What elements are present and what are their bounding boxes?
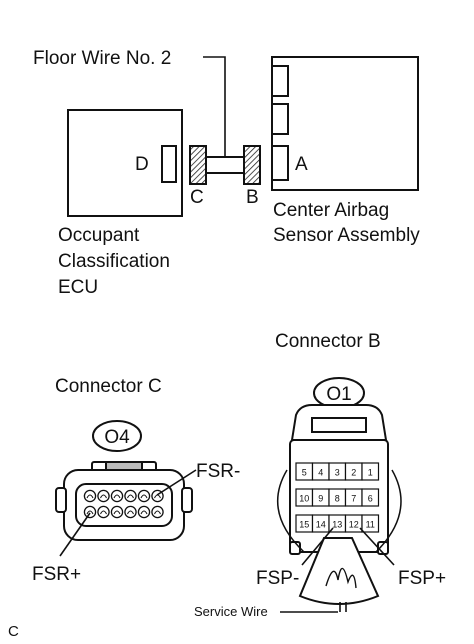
connector-c-terminal (83, 505, 97, 519)
service-wire-label: Service Wire (194, 604, 268, 619)
connector-c-terminal-mark (86, 494, 94, 499)
connector-b-plug (243, 145, 261, 185)
connector-b-title: Connector B (275, 331, 381, 352)
connector-b-pin-number: 15 (299, 520, 309, 530)
connector-c-terminal (137, 505, 151, 519)
sensor-port-2 (271, 103, 289, 135)
connector-c-terminal (110, 489, 124, 503)
connector-c-terminal (151, 505, 164, 519)
fsp-minus-label: FSP- (256, 568, 299, 589)
connector-c-terminal (97, 505, 110, 519)
service-wire-probe (298, 537, 380, 612)
port-c-label: C (190, 187, 204, 208)
fsp-plus-leader (359, 527, 395, 566)
sensor-port-a (271, 145, 289, 181)
schematic (67, 56, 419, 217)
sensor-name-line1: Center Airbag (273, 200, 389, 221)
floor-wire-leader (203, 56, 226, 157)
connector-c-terminal-mark (100, 510, 107, 515)
connector-c-terminal (83, 489, 97, 503)
connector-c-title: Connector C (55, 376, 162, 397)
connector-c-terminal-mark (100, 494, 107, 499)
ecu-name-line3: ECU (58, 277, 98, 298)
connector-b-circle-guide (276, 469, 402, 553)
port-a-label: A (295, 154, 308, 175)
connector-b-id-label: O1 (326, 384, 351, 405)
connector-b-pin-number: 2 (351, 468, 356, 478)
connector-b-pin-number: 8 (335, 494, 340, 504)
connector-b-pin-number: 5 (302, 468, 307, 478)
connector-b-pin-cell (361, 514, 380, 533)
connector-c-plug (189, 145, 207, 185)
fsp-plus-label: FSP+ (398, 568, 446, 589)
figure-code: C (8, 623, 19, 640)
port-d-label: D (135, 154, 149, 175)
connector-b-pin-number: 6 (368, 494, 373, 504)
fsr-minus-leader (156, 469, 197, 496)
connector-b-pins: 5 4 3 2 1 10 9 8 7 6 15 14 13 12 11 (295, 462, 380, 533)
connector-c-terminal-mark (113, 510, 121, 515)
connector-b-pin-number: 4 (318, 468, 323, 478)
connector-c-id-oval (92, 420, 142, 452)
ecu-name-line2: Classification (58, 251, 170, 272)
connector-b-pin-number: 11 (366, 520, 375, 530)
connector-c-terminal (110, 505, 124, 519)
probe-bristles (325, 567, 357, 589)
sensor-name-line2: Sensor Assembly (273, 225, 420, 246)
connector-b-pin-number: 10 (299, 494, 309, 504)
probe-body (298, 537, 380, 605)
connector-c-terminal-mark (127, 494, 134, 499)
connector-c-terminal-mark (140, 510, 148, 515)
port-b-label: B (246, 187, 259, 208)
ecu-name-line1: Occupant (58, 225, 140, 246)
connector-c-terminal-mark (127, 510, 134, 515)
connector-b-bump-left (289, 541, 301, 555)
fsr-plus-leader (59, 512, 91, 557)
connector-b-pin-number: 13 (332, 520, 342, 530)
connector-b-pin-number: 1 (368, 468, 373, 478)
connector-c-ear-left (55, 487, 67, 513)
connector-c-terminal-mark (154, 510, 161, 515)
connector-b-pin-number: 3 (335, 468, 340, 478)
floor-wire-label: Floor Wire No. 2 (33, 48, 171, 69)
sensor-port-1 (271, 65, 289, 97)
sensor-box (271, 56, 419, 191)
connector-c-id-label: O4 (104, 427, 130, 448)
connector-b-pin-cell (361, 462, 380, 481)
fsr-minus-label: FSR- (196, 461, 240, 482)
connector-c-terminal-mark (113, 494, 121, 499)
connector-c-terminal (124, 489, 137, 503)
connector-c-terminal-mark (86, 510, 94, 515)
connector-c-terminal (97, 489, 110, 503)
connector-c-ear-right (181, 487, 193, 513)
connector-c-terminal-mark (140, 494, 148, 499)
connector-b-pin-number: 7 (351, 494, 356, 504)
fsr-plus-label: FSR+ (32, 564, 81, 585)
connector-b-pin-number: 14 (316, 520, 326, 530)
connector-b-pin-number: 12 (349, 520, 359, 530)
connector-b-pin-number: 9 (318, 494, 323, 504)
connector-b-pin-cell (361, 488, 380, 507)
connector-c-terminal (124, 505, 137, 519)
ecu-port-d (161, 145, 177, 183)
fsp-minus-leader (301, 527, 334, 566)
connector-b-hood-inner (311, 417, 367, 433)
connector-c-terminal (137, 489, 151, 503)
